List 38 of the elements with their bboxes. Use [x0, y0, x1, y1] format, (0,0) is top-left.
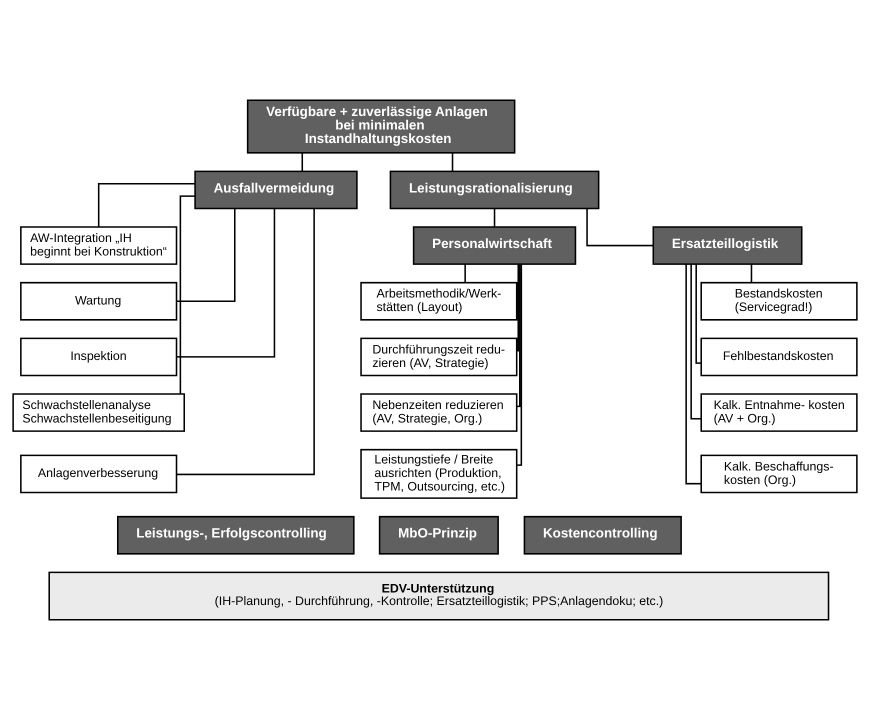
node-box: Inspektion: [20, 338, 177, 376]
node-box: Ausfallvermeidung: [194, 170, 358, 210]
connector: [516, 264, 522, 466]
connector: [179, 195, 194, 394]
node-box: Verfügbare + zuverlässige Anlagen bei minimalen Instandhaltungskosten: [246, 99, 515, 154]
node-box: Nebenzeiten reduzieren (AV, Strategie, Org.): [360, 393, 517, 432]
node-box: Kalk. Beschaffungs- kosten (Org.): [700, 454, 858, 494]
connector: [176, 208, 314, 476]
node-box: MbO-Prinzip: [378, 516, 498, 555]
connector: [464, 264, 466, 282]
connector: [451, 153, 453, 172]
node-box: Schwachstellenanalyse Schwachstellenbeseitigung: [12, 393, 185, 432]
connector: [176, 208, 236, 302]
node-box: Anlagenverbesserung: [20, 454, 177, 494]
connector: [493, 208, 495, 227]
node-box: AW-Integration „IH beginnt bei Konstruktion“: [20, 226, 177, 265]
node-box: EDV-Unterstützung (IH-Planung, - Durchführung, -Kontrolle; Ersatzteillogistik; PPS;Anlagendoku; etc.): [48, 572, 829, 621]
node-box: Personalwirtschaft: [412, 226, 576, 265]
node-box: Leistungstiefe / Breite ausrichten (Produktion, TPM, Outsourcing, etc.): [360, 448, 517, 499]
connector: [516, 264, 519, 352]
node-box: Fehlbestandskosten: [700, 338, 858, 376]
connector: [690, 264, 700, 420]
connector: [516, 264, 520, 408]
connector: [586, 208, 653, 246]
node-box: Kalk. Entnahme- kosten (AV + Org.): [700, 393, 858, 432]
connector: [176, 208, 275, 358]
node-box: Leistungsrationalisierung: [389, 170, 599, 210]
connector: [750, 264, 752, 282]
node-box: Kostencontrolling: [523, 516, 682, 555]
node-box: Durchführungszeit redu- zieren (AV, Strategie): [360, 338, 517, 376]
node-box: Wartung: [20, 282, 177, 321]
node-box: Bestandskosten (Servicegrad!): [700, 282, 858, 321]
connector: [97, 182, 194, 228]
node-box: Leistungs-, Erfolgscontrolling: [116, 516, 354, 555]
connector: [694, 264, 701, 364]
node-box: Arbeitsmethodik/Werk- stätten (Layout): [360, 282, 517, 321]
node-box: Ersatzteillogistik: [652, 226, 802, 265]
connector: [301, 153, 303, 172]
